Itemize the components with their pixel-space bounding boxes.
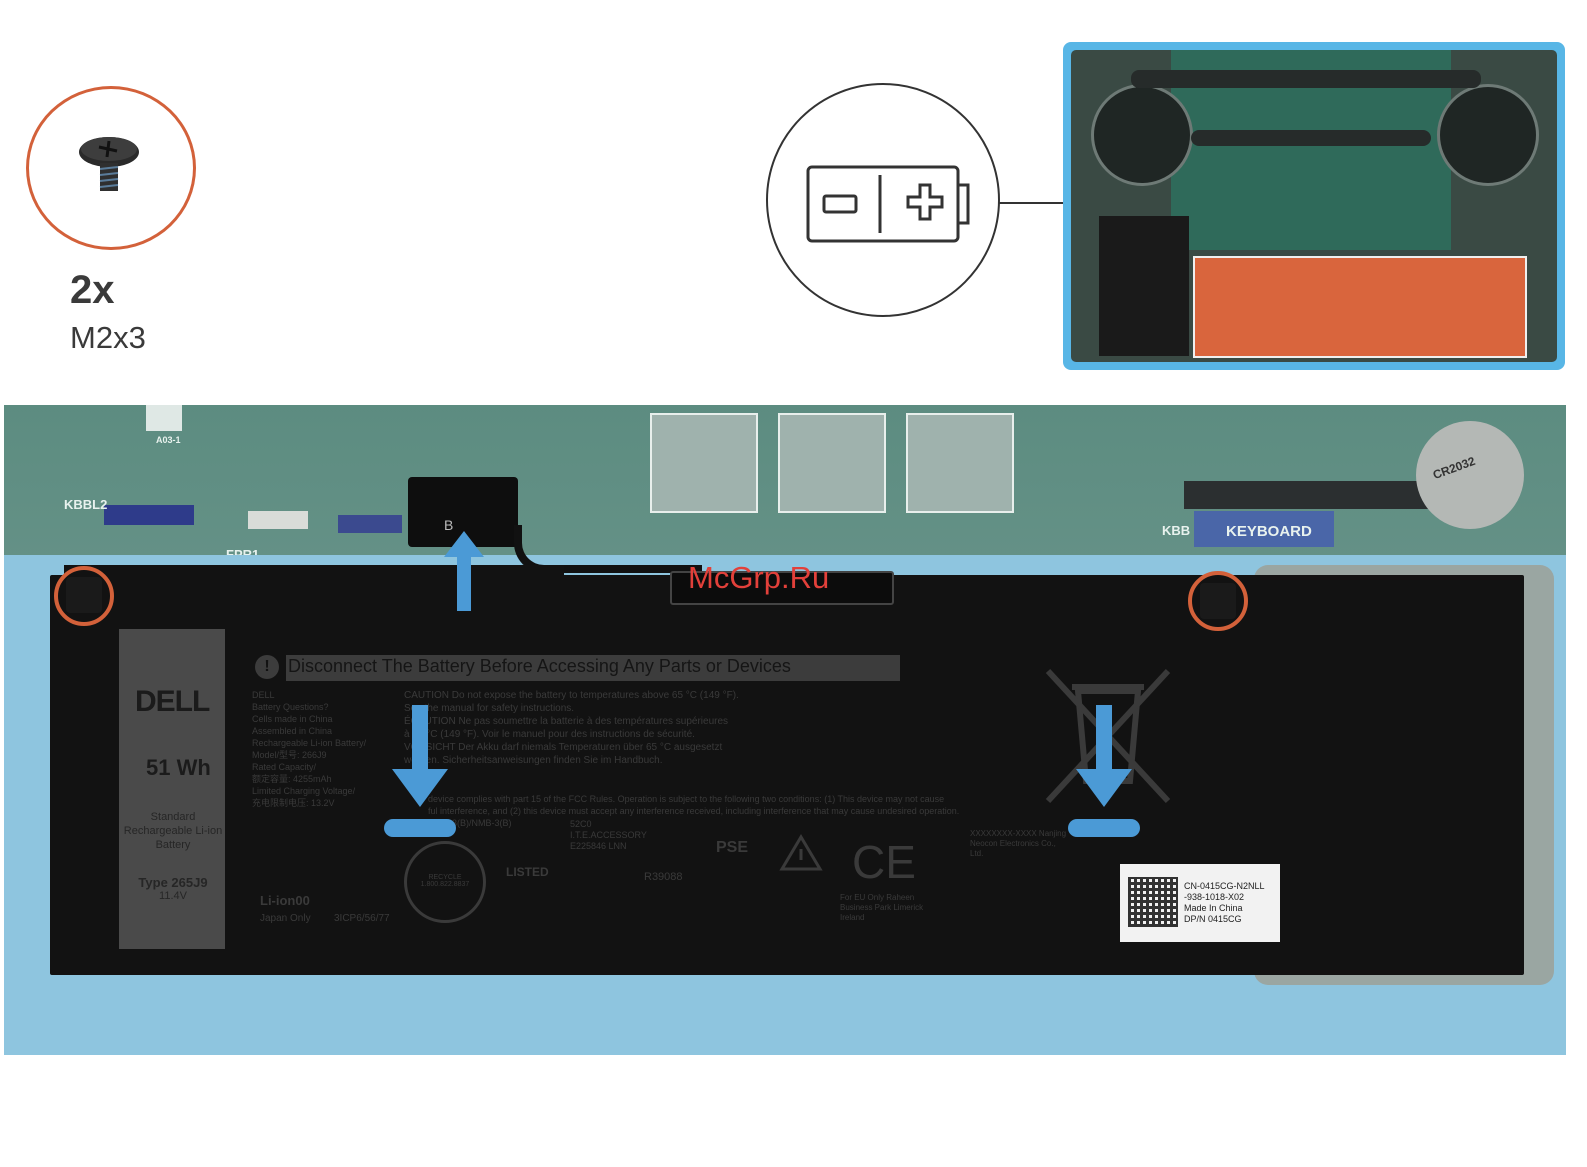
battery-label-panel [119, 629, 225, 949]
cable-label: B [444, 517, 454, 533]
caution-line: CAUTION Do not expose the battery to tem… [404, 690, 739, 701]
fine-line: 充电限制电压: 13.2V [252, 798, 335, 808]
battery-capacity: 51 Wh [146, 755, 211, 780]
qr-code [1128, 877, 1178, 927]
sticker-line: -938-1018-X02 [1184, 892, 1245, 902]
battery-detail-view: FPR1 KBBL2 KBB KEYBOARD A03-1 CR2032 B D… [4, 405, 1566, 1055]
battery-cable [514, 525, 702, 573]
battery-callout-circle [766, 83, 1000, 317]
battery-fcc-text: device complies with part 15 of the FCC … [428, 793, 959, 829]
battery-type-label: Type 265J9 [138, 875, 208, 890]
fcc-line: ful interference, and (2) this device mu… [428, 806, 960, 816]
recycle-seal-icon: RECYCLE 1.800.822.8837 [404, 841, 486, 923]
sticker-line: DP/N 0415CG [1184, 914, 1242, 924]
label-a03: A03-1 [156, 435, 181, 445]
laptop-overview-interior [1071, 50, 1557, 362]
fine-line: DELL [252, 690, 275, 700]
heatpipe-top [1131, 70, 1481, 88]
caution-line: à 65 °C (149 °F). Voir le manuel pour de… [404, 729, 695, 740]
battery-type: Type 265J9 11.4V [123, 875, 223, 902]
label-kbb: KBB [1162, 523, 1191, 538]
cert-japan: Japan Only [260, 913, 311, 924]
caution-line: VORSICHT Der Akku darf niemals Temperatu… [404, 742, 723, 753]
fine-line: Rated Capacity/ [252, 762, 317, 772]
left-fan [1091, 84, 1193, 186]
screw-count: 2x [70, 268, 115, 312]
warning-bar [286, 655, 900, 681]
memory-icon-2 [778, 413, 886, 513]
caution-line: ÉCAUTION Ne pas soumettre la batterie à … [404, 716, 729, 727]
sticker-line: CN-0415CG-N2NLL [1184, 881, 1265, 891]
fine-line: Rechargeable Li-ion Battery/ [252, 738, 367, 748]
battery-icon [806, 165, 970, 243]
battery-standard-text: Standard Rechargeable Li-ion Battery [123, 811, 223, 851]
cert-kc: XXXXXXXX-XXXX Nanjing Neocon Electronics… [970, 829, 1067, 858]
memory-icon-1 [650, 413, 758, 513]
board-connector-3 [338, 515, 402, 533]
cert-ce: CE [852, 836, 916, 888]
fcc-line: ICES-3(B)/NMB-3(B) [428, 818, 512, 828]
label-kbbl: KBBL2 [64, 497, 108, 512]
battery-brand: DELL [135, 685, 210, 718]
screw-left-highlight [54, 566, 114, 626]
battery-cable-connector [670, 571, 894, 605]
caution-line: See the manual for safety instructions. [404, 703, 575, 714]
warning-icon: ! [255, 655, 279, 679]
screw-right-highlight [1188, 571, 1248, 631]
board-connector-1 [104, 505, 194, 525]
label-keyboard: KEYBOARD [1226, 523, 1312, 540]
fine-line: Assembled in China [252, 726, 333, 736]
recycle-seal-text: RECYCLE 1.800.822.8837 [420, 874, 470, 888]
cert-lion: Li-ion00 [260, 893, 310, 908]
fine-line: 额定容量: 4255mAh [252, 774, 332, 784]
watermark: McGrp.Ru [688, 560, 830, 595]
fine-line: Cells made in China [252, 714, 333, 724]
arrow-down-icon-right [1068, 705, 1140, 837]
board-connector-2 [248, 511, 308, 529]
mini-battery [1193, 256, 1527, 358]
warning-text: Disconnect The Battery Before Accessing … [288, 656, 791, 676]
cert-ce-note: For EU Only Raheen Business Park Limeric… [840, 893, 924, 922]
cert-pse: PSE [716, 839, 749, 856]
caution-line: werden. Sicherheitsanweisungen finden Si… [404, 755, 663, 766]
heatpipe-middle [1191, 130, 1431, 146]
keyboard-ribbon [1194, 511, 1334, 547]
battery-caution-text: CAUTION Do not expose the battery to tem… [404, 689, 739, 767]
screw-callout-circle [26, 86, 196, 250]
battery-voltage: 11.4V [159, 890, 187, 902]
cert-r-code: R39088 [644, 871, 683, 883]
cert-cell-code: 3ICP6/56/77 [334, 913, 390, 924]
laptop-overview [1063, 42, 1565, 370]
fine-line: Limited Charging Voltage/ [252, 786, 356, 796]
service-sticker-text: CN-0415CG-N2NLL -938-1018-X02 Made In Ch… [1184, 881, 1265, 925]
caution-triangle-icon [779, 834, 823, 871]
arrow-up-icon [444, 531, 484, 611]
sticker-line: Made In China [1184, 903, 1243, 913]
mini-left-speaker [1099, 216, 1189, 356]
qr-chip [146, 405, 182, 431]
cert-listed: LISTED [506, 865, 549, 879]
arrow-down-icon-left [384, 705, 456, 837]
cert-ite: 52C0 I.T.E.ACCESSORY E225846 LNN [570, 819, 647, 851]
coin-cell-battery [1416, 421, 1524, 529]
right-fan [1437, 84, 1539, 186]
memory-icon-3 [906, 413, 1014, 513]
screw-type: M2x3 [70, 320, 146, 355]
fcc-line: device complies with part 15 of the FCC … [428, 794, 945, 804]
battery-fine-print-left: DELL Battery Questions? Cells made in Ch… [252, 689, 366, 809]
fine-line: Battery Questions? [252, 702, 329, 712]
fine-line: Model/型号: 266J9 [252, 750, 327, 760]
screw-icon [79, 137, 139, 191]
